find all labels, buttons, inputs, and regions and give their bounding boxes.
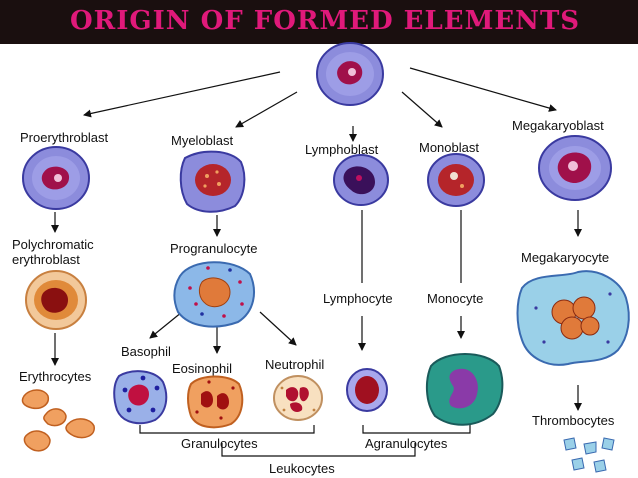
label-monoblast: Monoblast — [419, 140, 479, 155]
grouping-brackets — [139, 425, 471, 457]
arrow-to-myeloblast — [235, 91, 298, 128]
lymphoblast-cell — [333, 154, 389, 206]
label-monocyte: Monocyte — [427, 291, 484, 306]
page-title: ORIGIN OF FORMED ELEMENTS — [70, 6, 581, 36]
erythrocyte — [43, 408, 67, 427]
erythrocyte — [21, 389, 50, 410]
thrombocyte — [563, 437, 577, 451]
neutrophil-cell — [273, 375, 323, 421]
proerythroblast-cell — [22, 146, 90, 210]
label-polychromatic-line2: erythroblast — [12, 252, 80, 267]
granulocytes-bracket — [139, 425, 315, 434]
erythrocyte — [23, 430, 51, 452]
megakaryoblast-cell — [538, 135, 612, 201]
label-progranulocyte: Progranulocyte — [170, 241, 258, 256]
label-eosinophil: Eosinophil — [172, 361, 232, 376]
basophil-cell — [113, 370, 168, 425]
label-basophil: Basophil — [121, 344, 171, 359]
label-neutrophil: Neutrophil — [265, 357, 325, 372]
label-myeloblast: Myeloblast — [171, 133, 234, 148]
erythrocyte — [65, 418, 95, 439]
arrow-to-megakaryoblast — [409, 67, 557, 112]
thrombocyte — [583, 441, 597, 455]
thrombocyte — [571, 457, 585, 471]
title-banner: ORIGIN OF FORMED ELEMENTS — [0, 0, 638, 44]
arrow-to-proerythroblast — [83, 71, 281, 118]
eosinophil-cell — [187, 375, 244, 429]
leukocytes-bracket — [221, 443, 416, 457]
myeloblast-cell — [179, 150, 246, 213]
label-megakaryoblast: Megakaryoblast — [512, 118, 604, 133]
label-polychromatic-line1: Polychromatic — [12, 237, 94, 252]
label-lymphoblast: Lymphoblast — [305, 142, 379, 157]
label-lymphocyte: Lymphocyte — [323, 291, 393, 306]
label-granulocytes: Granulocytes — [181, 436, 258, 451]
label-erythrocytes: Erythrocytes — [19, 369, 92, 384]
thrombocyte — [601, 437, 615, 451]
arrow-to-neutrophil — [259, 311, 297, 346]
stem-cell — [316, 42, 384, 106]
thrombocyte — [593, 459, 607, 473]
lymphocyte-cell — [346, 368, 388, 412]
progranulocyte-cell — [173, 261, 255, 328]
label-agranulocytes: Agranulocytes — [365, 436, 448, 451]
arrow-to-basophil — [149, 311, 183, 339]
polychromatic-erythroblast-cell — [25, 270, 87, 330]
monocyte-cell — [425, 353, 504, 426]
label-thrombocytes: Thrombocytes — [532, 413, 615, 428]
erythrocytes-group — [21, 389, 95, 452]
arrows — [51, 67, 582, 411]
label-leukocytes: Leukocytes — [269, 461, 335, 476]
agranulocytes-bracket — [362, 425, 471, 434]
arrow-to-monoblast — [401, 91, 443, 128]
megakaryocyte-cell — [516, 270, 630, 366]
label-proerythroblast: Proerythroblast — [20, 130, 109, 145]
label-megakaryocyte: Megakaryocyte — [521, 250, 610, 265]
thrombocytes-group — [563, 437, 615, 473]
monoblast-cell — [427, 153, 485, 207]
